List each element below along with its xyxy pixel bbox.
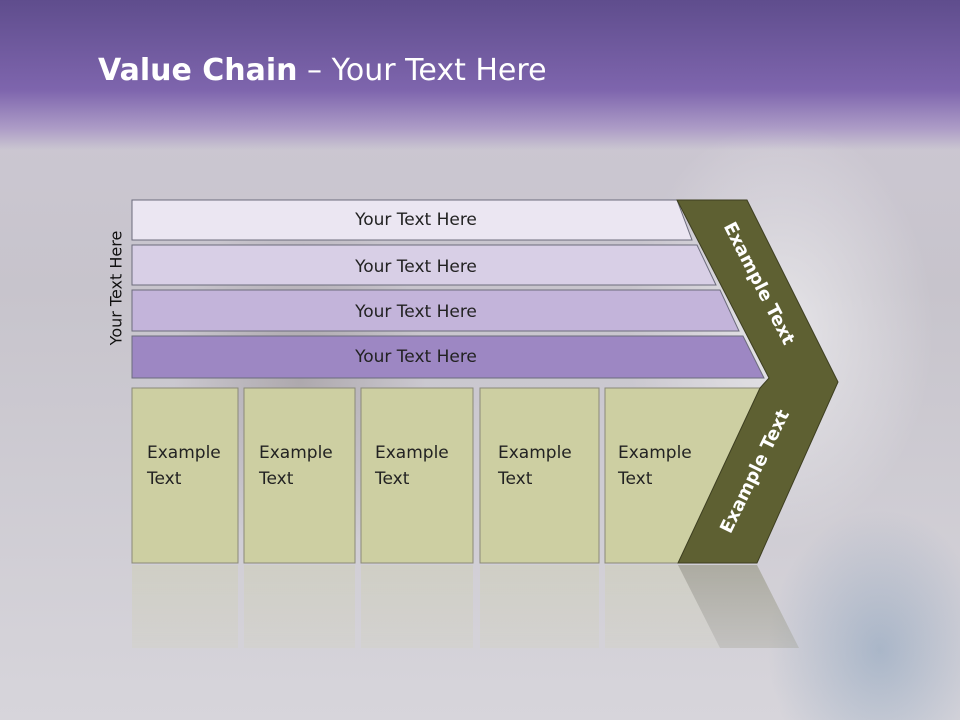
reflection-box-1 <box>132 565 238 648</box>
box-4-shape <box>479 387 600 564</box>
bar-3-shape <box>131 289 740 332</box>
bar-3: Your Text Here <box>131 289 740 332</box>
box-5-line1: Example <box>618 443 692 463</box>
bar-4: Your Text Here <box>131 335 765 379</box>
bar-1-shape <box>131 199 693 241</box>
box-4: Example Text <box>479 387 600 564</box>
bar-1-label: Your Text Here <box>354 210 477 230</box>
box-2-line2: Text <box>258 469 294 489</box>
box-1-shape <box>131 387 239 564</box>
reflection-box-5 <box>605 565 722 648</box>
reflection-arrow <box>678 565 799 648</box>
box-2-shape <box>243 387 356 564</box>
title-bold: Value Chain <box>98 53 298 88</box>
bar-2-shape <box>131 244 717 286</box>
box-3-shape <box>360 387 474 564</box>
box-4-line1: Example <box>498 443 572 463</box>
box-1-line2: Text <box>146 469 182 489</box>
box-4-line2: Text <box>497 469 533 489</box>
bar-4-label: Your Text Here <box>354 347 477 367</box>
bar-1: Your Text Here <box>131 199 693 241</box>
box-3-line2: Text <box>374 469 410 489</box>
bar-3-label: Your Text Here <box>354 302 477 322</box>
bar-2-label: Your Text Here <box>354 257 477 277</box>
page-title: Value Chain – Your Text Here <box>98 53 547 88</box>
reflection-box-2 <box>244 565 355 648</box>
box-1: Example Text <box>131 387 239 564</box>
bar-2: Your Text Here <box>131 244 717 286</box>
box-3-line1: Example <box>375 443 449 463</box>
box-3: Example Text <box>360 387 474 564</box>
box-1-line1: Example <box>147 443 221 463</box>
header-band <box>0 0 960 150</box>
reflection <box>132 565 799 648</box>
reflection-box-3 <box>361 565 473 648</box>
bar-4-shape <box>131 335 765 379</box>
box-2: Example Text <box>243 387 356 564</box>
margin-arrow-shape <box>676 199 839 564</box>
reflection-box-4 <box>480 565 599 648</box>
box-5-line2: Text <box>617 469 653 489</box>
box-5: Example Text <box>604 387 761 564</box>
box-2-line1: Example <box>259 443 333 463</box>
title-rest: – Your Text Here <box>297 53 547 88</box>
